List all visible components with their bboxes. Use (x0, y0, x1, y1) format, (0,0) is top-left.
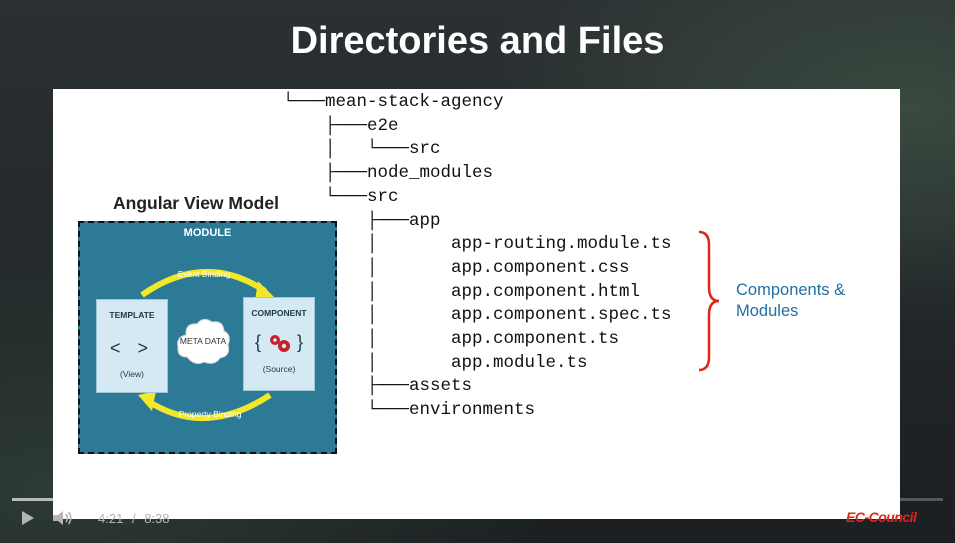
module-label: MODULE (183, 227, 232, 239)
play-icon[interactable] (20, 509, 36, 532)
binding-arrows (138, 269, 276, 421)
component-symbol: { } (244, 332, 314, 354)
brand-logo: EC-Council (846, 509, 917, 525)
video-controls: 4:21 / 8:38 EC-Council (0, 495, 955, 543)
gears-icon (270, 335, 290, 353)
property-binding-label: Property Binding (178, 409, 242, 419)
template-heading: TEMPLATE (109, 310, 155, 320)
curly-brace-icon (698, 230, 720, 372)
slide-content: └───mean-stack-agency ├───e2e │ └───src … (53, 89, 900, 519)
volume-icon[interactable] (52, 509, 74, 532)
cloud-icon (177, 318, 230, 365)
slide-title: Directories and Files (290, 20, 665, 62)
meta-data-label: META DATA (179, 336, 227, 346)
progress-fill (12, 498, 481, 501)
event-binding-label: Event Binding (177, 269, 231, 279)
components-modules-label: Components & Modules (736, 281, 846, 320)
brace-open: { (254, 332, 261, 352)
directory-tree: └───mean-stack-agency ├───e2e │ └───src … (283, 92, 672, 421)
code-brackets-icon: < > (109, 338, 155, 358)
component-heading: COMPONENT (251, 308, 307, 318)
brace-close: } (297, 332, 304, 352)
component-box: COMPONENT { } (Source) (243, 297, 315, 391)
time-display: 4:21 / 8:38 (98, 511, 170, 526)
current-time: 4:21 (98, 511, 124, 526)
component-sub: (Source) (262, 364, 296, 375)
diagram-title: Angular View Model (113, 193, 279, 213)
duration: 8:38 (144, 511, 170, 526)
module-box: MODULE Event Binding Property Binding TE… (78, 221, 337, 454)
template-sub: (View) (120, 369, 144, 379)
progress-bar[interactable] (12, 498, 943, 501)
template-box: TEMPLATE < > (View) (96, 299, 168, 393)
time-separator: / (131, 511, 136, 526)
